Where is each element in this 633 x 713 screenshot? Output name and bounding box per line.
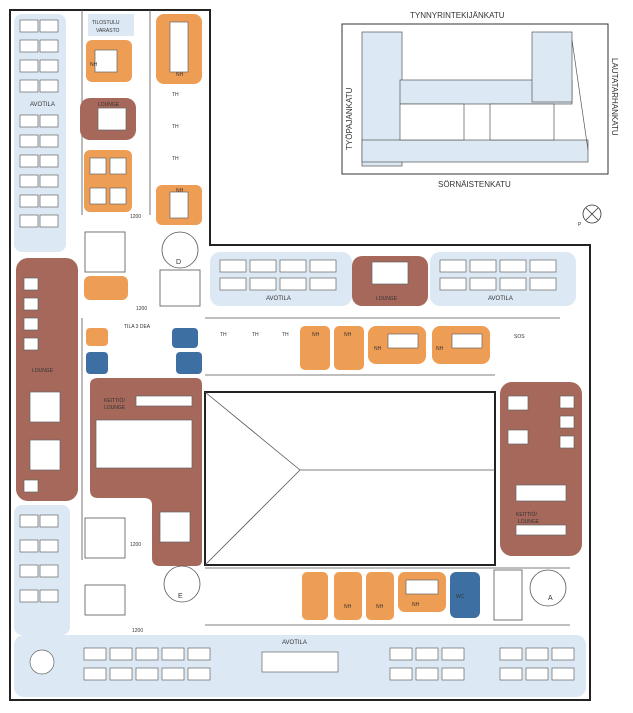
desk-cluster-left-top [19,19,59,228]
keittio-label-left-1: KEITTIÖ/ [104,397,125,404]
th-label-5: TH [252,332,259,338]
nh-label-2: NH [176,72,184,78]
rooms-bottom-corridor [302,572,446,620]
nh-label-1: NH [90,62,98,68]
avotila-label-left: AVOTILA [30,102,55,108]
lounge-label-left: LOUNGE [32,368,54,374]
courtyard-roof [204,391,495,566]
nh-label-7: NH [436,346,444,352]
stair-e-label: E [178,593,183,600]
street-south-label: SÖRNÄISTENKATU [438,180,511,189]
rooms-top-corridor [300,326,490,370]
th-label-6: TH [282,332,289,338]
nh-label-8: NH [344,604,352,610]
tila3-label: TILA 3 DEA [124,324,151,330]
wc-label: WC [456,594,465,600]
rooms-top-left [80,14,202,225]
nh-label-10: NH [412,602,420,608]
street-west-label: TYÖPAJANKATU [345,87,354,150]
lounge-label-top-middle: LOUNGE [376,296,398,302]
stair-d [84,231,201,307]
kitchen-lounge-left [90,378,202,566]
tilostuu-label: TILOSTULU [92,20,120,26]
desks-top-middle [219,259,557,291]
nh-label-5: NH [344,332,352,338]
wc-blocks [86,328,480,618]
stair-a [493,569,567,621]
nh-label-3: NH [176,188,184,194]
north-arrow-icon [582,204,602,224]
stair-e [84,517,201,616]
nh-label-9: NH [376,604,384,610]
desks-bottom [19,514,575,681]
lounge-left [16,258,78,501]
street-east-label: LAUTATARHANKATU [610,58,619,136]
kitchen-lounge-right [500,382,582,556]
th-label-1: TH [172,92,179,98]
location-map [341,23,609,175]
avotila-label-top-1: AVOTILA [266,296,291,302]
varasto-label: VARASTO [96,28,120,34]
nh-label-6: NH [374,346,382,352]
street-north-label: TYNNYRINTEKIJÄNKATU [410,11,505,20]
sos-label: SOS [514,334,525,340]
dim-1200-bottom: 1200 [132,628,143,634]
nh-label-4: NH [312,332,320,338]
keittio-label-right-1: KEITTIÖ/ [516,511,537,518]
dim-1200-low: 1200 [130,542,141,548]
north-label: P [578,222,582,228]
avotila-label-bottom: AVOTILA [282,640,307,646]
building-walls [9,9,591,701]
keittio-label-left-2: LOUNGE [104,405,126,411]
th-label-4: TH [220,332,227,338]
dim-1200-top: 1200 [130,214,141,220]
th-label-3: TH [172,156,179,162]
stair-d-label: D [176,259,181,266]
dim-1200-mid: 1200 [136,306,147,312]
avotila-label-top-2: AVOTILA [488,296,513,302]
stair-a-label: A [548,595,553,602]
keittio-label-right-2: LOUNGE [518,519,540,525]
lounge-label-top: LOUNGE [98,102,120,108]
th-label-2: TH [172,124,179,130]
